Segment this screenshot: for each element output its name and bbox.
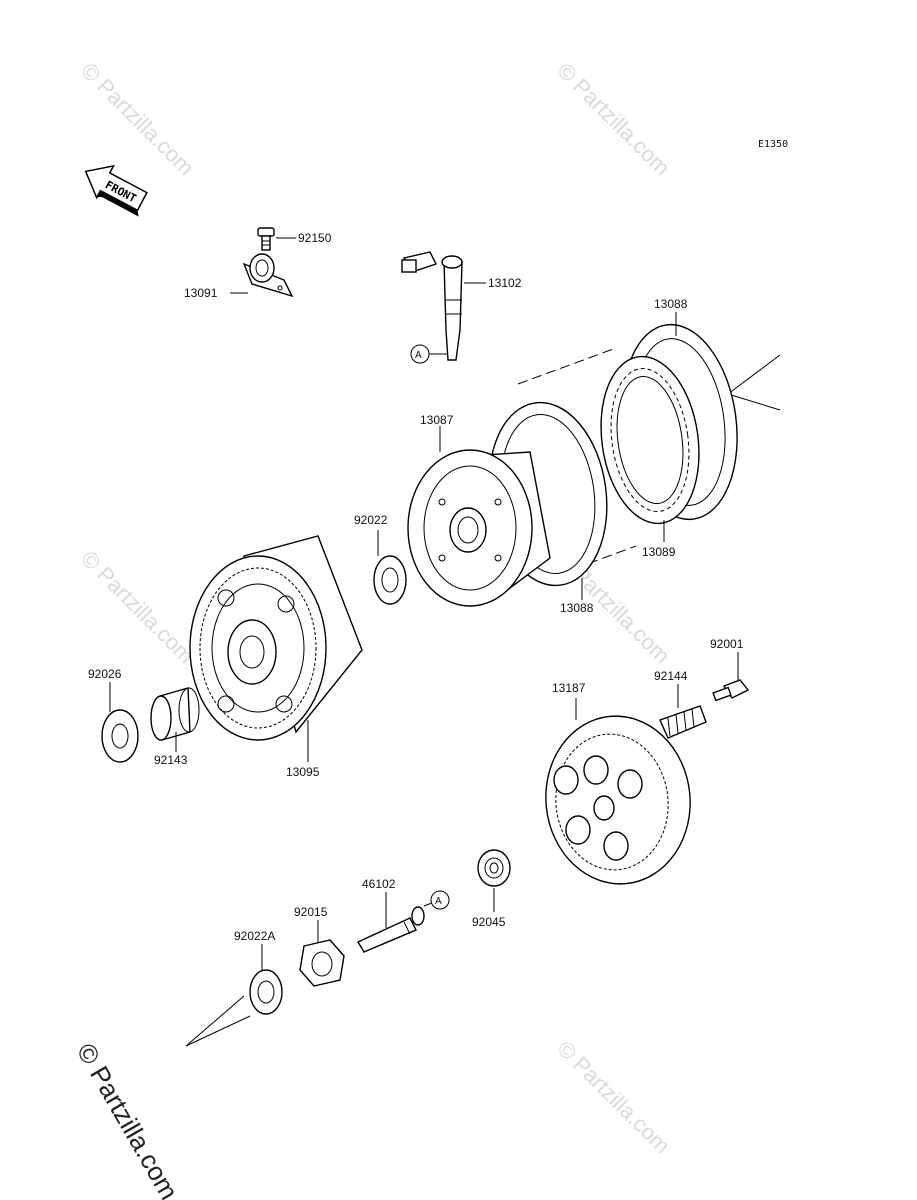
watermarks: © Partzilla.com © Partzilla.com © Partzi…	[71, 58, 675, 1200]
part-92022A-washer[interactable]	[249, 969, 283, 1015]
label-13087: 13087	[420, 413, 454, 427]
svg-text:A: A	[435, 896, 442, 907]
watermark-top-right: © Partzilla.com	[552, 58, 675, 181]
label-13095: 13095	[286, 765, 320, 779]
part-13087-clutch-hub[interactable]	[407, 449, 551, 607]
axis-arrow-right	[727, 354, 781, 411]
part-46102-push-rod[interactable]	[356, 906, 425, 953]
label-92026: 92026	[88, 667, 122, 681]
label-46102: 46102	[362, 877, 396, 891]
svg-text:A: A	[415, 350, 422, 361]
part-92144-spring[interactable]	[659, 705, 707, 739]
label-92150: 92150	[298, 231, 332, 245]
ref-marker-a-top: A	[410, 344, 448, 364]
part-92022-washer[interactable]	[373, 555, 407, 605]
part-92015-nut[interactable]	[299, 939, 345, 987]
axis-arrow-left	[185, 995, 251, 1047]
label-92022A: 92022A	[234, 929, 275, 943]
label-92144: 92144	[654, 669, 688, 683]
part-92001-bolt[interactable]	[712, 679, 750, 702]
part-13187-pressure-plate[interactable]	[538, 709, 699, 891]
part-13102-release-lever[interactable]	[401, 251, 463, 361]
watermark-bottom-left: © Partzilla.com	[71, 1038, 185, 1200]
front-arrow-icon: FRONT	[84, 164, 148, 217]
part-13095-clutch-housing[interactable]	[189, 535, 363, 741]
diagram-code: E1350	[758, 139, 788, 150]
label-92045: 92045	[472, 915, 506, 929]
watermark-bottom-right: © Partzilla.com	[552, 1036, 675, 1159]
label-92143: 92143	[154, 753, 188, 767]
part-92150-bolt[interactable]	[257, 227, 275, 251]
label-92001: 92001	[710, 637, 744, 651]
label-13088-bottom: 13088	[560, 601, 594, 615]
part-13089-steel-plate[interactable]	[591, 350, 709, 530]
label-13088-top: 13088	[654, 297, 688, 311]
label-13187: 13187	[552, 681, 586, 695]
label-13089: 13089	[642, 545, 676, 559]
part-92026-washer[interactable]	[101, 709, 139, 763]
ref-marker-a-bottom: A	[423, 890, 450, 910]
part-92143-sleeve[interactable]	[150, 687, 200, 741]
part-92045-bearing[interactable]	[477, 849, 511, 887]
label-92022: 92022	[354, 513, 388, 527]
label-92015: 92015	[294, 905, 328, 919]
watermark-top-left: © Partzilla.com	[76, 58, 199, 181]
part-13091-bracket[interactable]	[242, 253, 294, 298]
label-13102: 13102	[488, 276, 522, 290]
watermark-mid-left: © Partzilla.com	[76, 546, 199, 669]
label-13091: 13091	[184, 286, 218, 300]
